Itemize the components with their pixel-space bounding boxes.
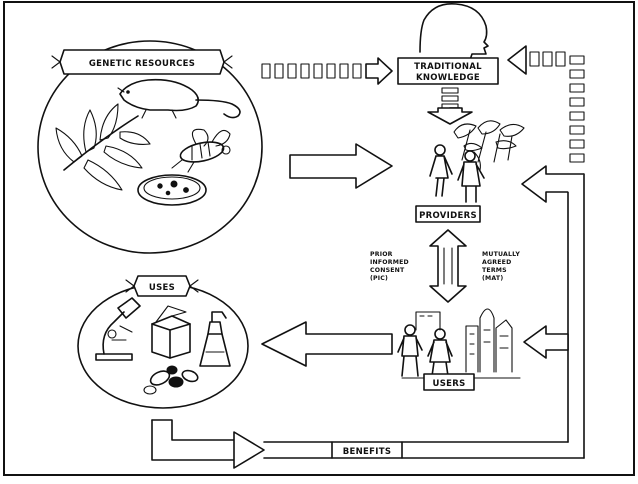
providers-label-box: PROVIDERS xyxy=(415,205,481,223)
genetic-resources-banner: GENETIC RESOURCES xyxy=(51,49,233,75)
pic-mat-double-arrow xyxy=(429,229,467,303)
pic-line3: CONSENT xyxy=(370,267,405,274)
benefits-flow: BENEFITS xyxy=(151,173,585,469)
providers-label: PROVIDERS xyxy=(419,211,477,221)
pic-line1: PRIOR xyxy=(370,251,393,258)
dashed-arrow-to-tk xyxy=(261,57,393,85)
diagram-frame xyxy=(3,1,635,476)
leaf-branch-icon xyxy=(55,103,151,191)
bee-icon xyxy=(171,128,231,173)
mat-line4: (MAT) xyxy=(482,275,503,282)
genetic-resources-circle xyxy=(37,40,263,254)
mat-line1: MUTUALLY xyxy=(482,251,520,258)
tk-label-line1: TRADITIONAL xyxy=(414,62,482,72)
petri-dish-icon xyxy=(137,174,207,206)
pills-icon xyxy=(143,365,199,395)
pic-line2: INFORMED xyxy=(370,259,409,266)
tk-label-line2: KNOWLEDGE xyxy=(416,73,480,83)
providers-illustration xyxy=(429,120,525,203)
uses-label: USES xyxy=(149,283,175,293)
pic-line4: (PIC) xyxy=(370,275,388,282)
microscope-icon xyxy=(95,297,141,361)
users-label: USERS xyxy=(433,379,466,389)
pic-label: PRIOR INFORMED CONSENT (PIC) xyxy=(370,251,409,282)
arrow-to-providers xyxy=(289,143,393,189)
rat-icon xyxy=(117,78,241,119)
dashed-return-to-tk xyxy=(507,45,585,163)
dashed-arrow-tk-to-providers xyxy=(427,107,473,125)
milk-carton-icon xyxy=(151,305,191,359)
benefits-arrow-to-users xyxy=(523,325,569,359)
users-illustration xyxy=(397,308,521,379)
head-icon xyxy=(419,3,489,61)
benefits-label: BENEFITS xyxy=(343,447,392,457)
genetic-resources-label: GENETIC RESOURCES xyxy=(89,59,195,69)
genetic-resources-group: GENETIC RESOURCES xyxy=(37,40,263,254)
benefits-arrow-to-providers xyxy=(521,165,584,203)
mat-line3: TERMS xyxy=(482,267,507,274)
uses-group: USES xyxy=(77,275,249,409)
traditional-knowledge-group: TRADITIONAL KNOWLEDGE xyxy=(397,3,499,125)
mat-line2: AGREED xyxy=(482,259,511,266)
uses-banner: USES xyxy=(125,275,199,297)
mat-label: MUTUALLY AGREED TERMS (MAT) xyxy=(482,251,520,282)
arrow-users-to-uses xyxy=(261,321,393,367)
users-label-box: USERS xyxy=(423,373,475,391)
spray-bottle-icon xyxy=(199,311,231,367)
